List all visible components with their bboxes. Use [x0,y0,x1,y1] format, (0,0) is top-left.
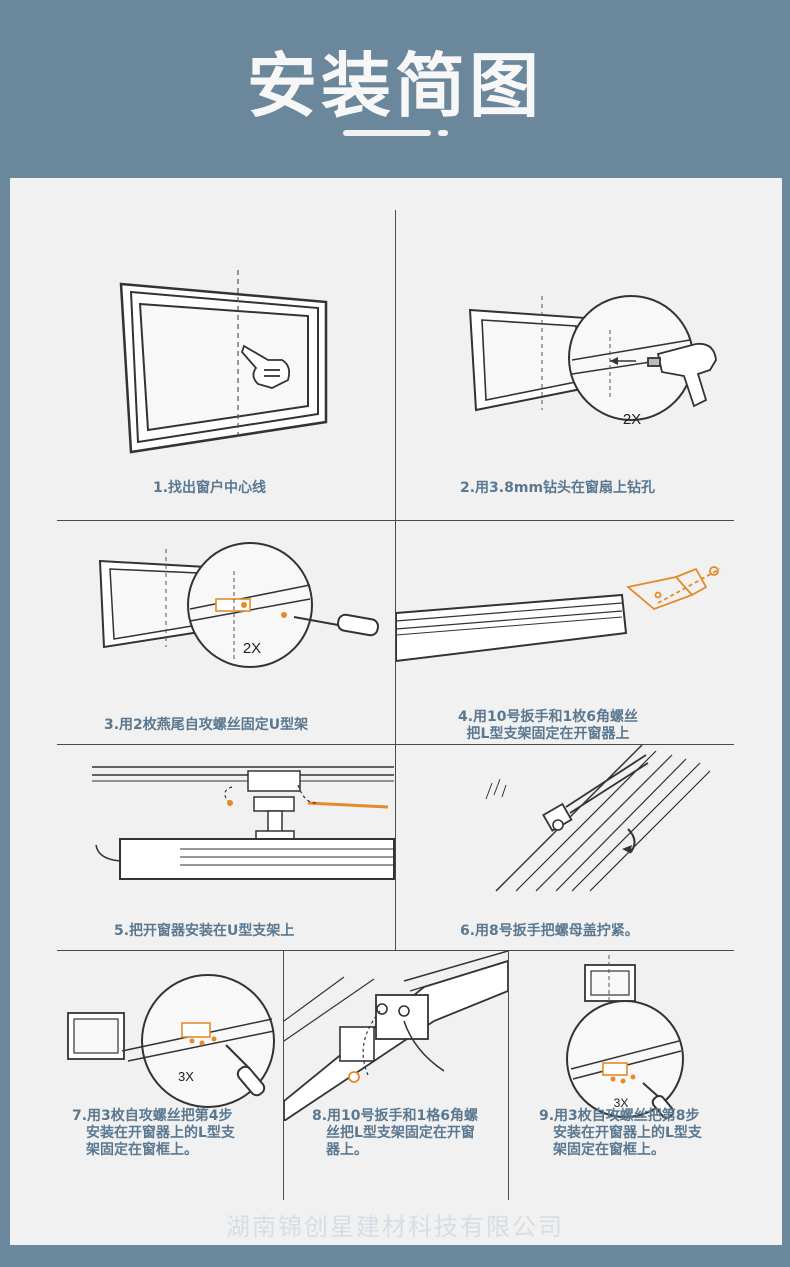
step-9-caption-line-3: 架固定在窗框上。 [553,1142,665,1158]
step-8-caption: 8.用10号扳手和1格6角螺 丝把L型支架固定在开窗 器上。 [312,1108,478,1159]
grid-divider [57,950,734,951]
u-bracket [247,770,301,792]
step-6-illustration [485,745,711,892]
step-3-illustration: 2X [98,542,379,668]
step-5-caption: 5.把开窗器安装在U型支架上 [114,923,295,939]
step-2-illustration: 2X [468,295,717,428]
step-9-caption-line-2: 安装在开窗器上的L型支 [553,1125,702,1141]
step-9-caption-line-1: 9.用3枚自攻螺丝把第8步 [539,1108,700,1124]
grid-divider [57,520,734,521]
u-bracket [215,598,251,612]
step-7-caption-line-2: 安装在开窗器上的L型支 [86,1125,235,1141]
l-bracket [181,1022,211,1038]
title-underline-dot [438,130,448,136]
step-7-caption-line-3: 架固定在窗框上。 [86,1142,198,1158]
step-3-caption: 3.用2枚燕尾自攻螺丝固定U型架 [104,717,309,733]
grid-divider [57,744,734,745]
step-9-illustration: 3X [566,955,684,1120]
step-2-count: 2X [623,411,641,428]
l-bracket [626,566,721,611]
step-7-illustration: 3X [67,974,275,1108]
step-8-illustration [284,951,508,1121]
step-1-caption: 1.找出窗户中心线 [153,480,267,496]
hand-icon [240,344,291,389]
step-6: 6.用8号扳手把螺母盖拧紧。 [396,745,734,950]
step-9-count: 3X [614,1096,629,1110]
step-1-illustration [119,270,328,454]
step-7-caption: 7.用3枚自攻螺丝把第4步 安装在开窗器上的L型支 架固定在窗框上。 [72,1108,235,1159]
step-5: 5.把开窗器安装在U型支架上 [58,745,395,950]
step-7-caption-line-1: 7.用3枚自攻螺丝把第4步 [72,1108,233,1124]
step-2: 2X 2.用3.8mm钻头在窗扇上钻孔 [396,210,734,520]
l-bracket [602,1062,628,1076]
step-8-caption-line-3: 器上。 [326,1142,368,1158]
step-9-caption: 9.用3枚自攻螺丝把第8步 安装在开窗器上的L型支 架固定在窗框上。 [539,1108,702,1159]
title-underline [343,130,431,136]
drill-icon [647,342,717,408]
step-7: 3X 7.用3枚自攻螺丝把第4步 安装在开窗器上的L型支 架固定在窗框上。 [58,951,283,1200]
instruction-sheet: 1.找出窗户中心线 2X 2.用3.8mm钻头在窗扇上钻孔 [10,178,782,1245]
step-8-caption-line-2: 丝把L型支架固定在开窗 [326,1125,475,1141]
step-8-caption-line-1: 8.用10号扳手和1格6角螺 [312,1108,479,1124]
grid-divider [508,950,509,1200]
step-6-caption: 6.用8号扳手把螺母盖拧紧。 [460,923,639,939]
step-4-caption-line-2: 把L型支架固定在开窗器上 [466,726,630,742]
window-opener [119,838,395,880]
step-4-caption-line-1: 4.用10号扳手和1枚6角螺丝 [458,709,639,725]
step-4-caption: 4.用10号扳手和1枚6角螺丝 把L型支架固定在开窗器上 [458,709,638,743]
grid-divider [395,210,396,950]
header: 安装简图 [0,0,790,178]
step-9: 3X 9.用3枚自攻螺丝把第8步 安装在开窗器上的L型支 架固定在窗框上。 [509,951,734,1200]
step-4-illustration [396,566,721,663]
grid-divider [283,950,284,1200]
step-3: 2X 3.用2枚燕尾自攻螺丝固定U型架 [58,521,395,744]
step-7-count: 3X [178,1069,194,1084]
step-5-illustration [92,766,395,880]
page-title: 安装简图 [247,45,543,127]
step-4: 4.用10号扳手和1枚6角螺丝 把L型支架固定在开窗器上 [396,521,734,744]
window-opener [375,994,429,1040]
step-1: 1.找出窗户中心线 [58,210,395,520]
screwdriver-icon [642,1082,675,1120]
step-2-caption: 2.用3.8mm钻头在窗扇上钻孔 [460,480,656,496]
step-3-count: 2X [243,640,261,657]
screwdriver-icon [225,1044,266,1097]
detail-zoom-circle [566,1000,684,1118]
step-8: 8.用10号扳手和1格6角螺 丝把L型支架固定在开窗 器上。 [284,951,508,1200]
company-watermark: 湖南锦创星建材科技有限公司 [226,1213,564,1241]
screwdriver-icon [293,613,379,637]
